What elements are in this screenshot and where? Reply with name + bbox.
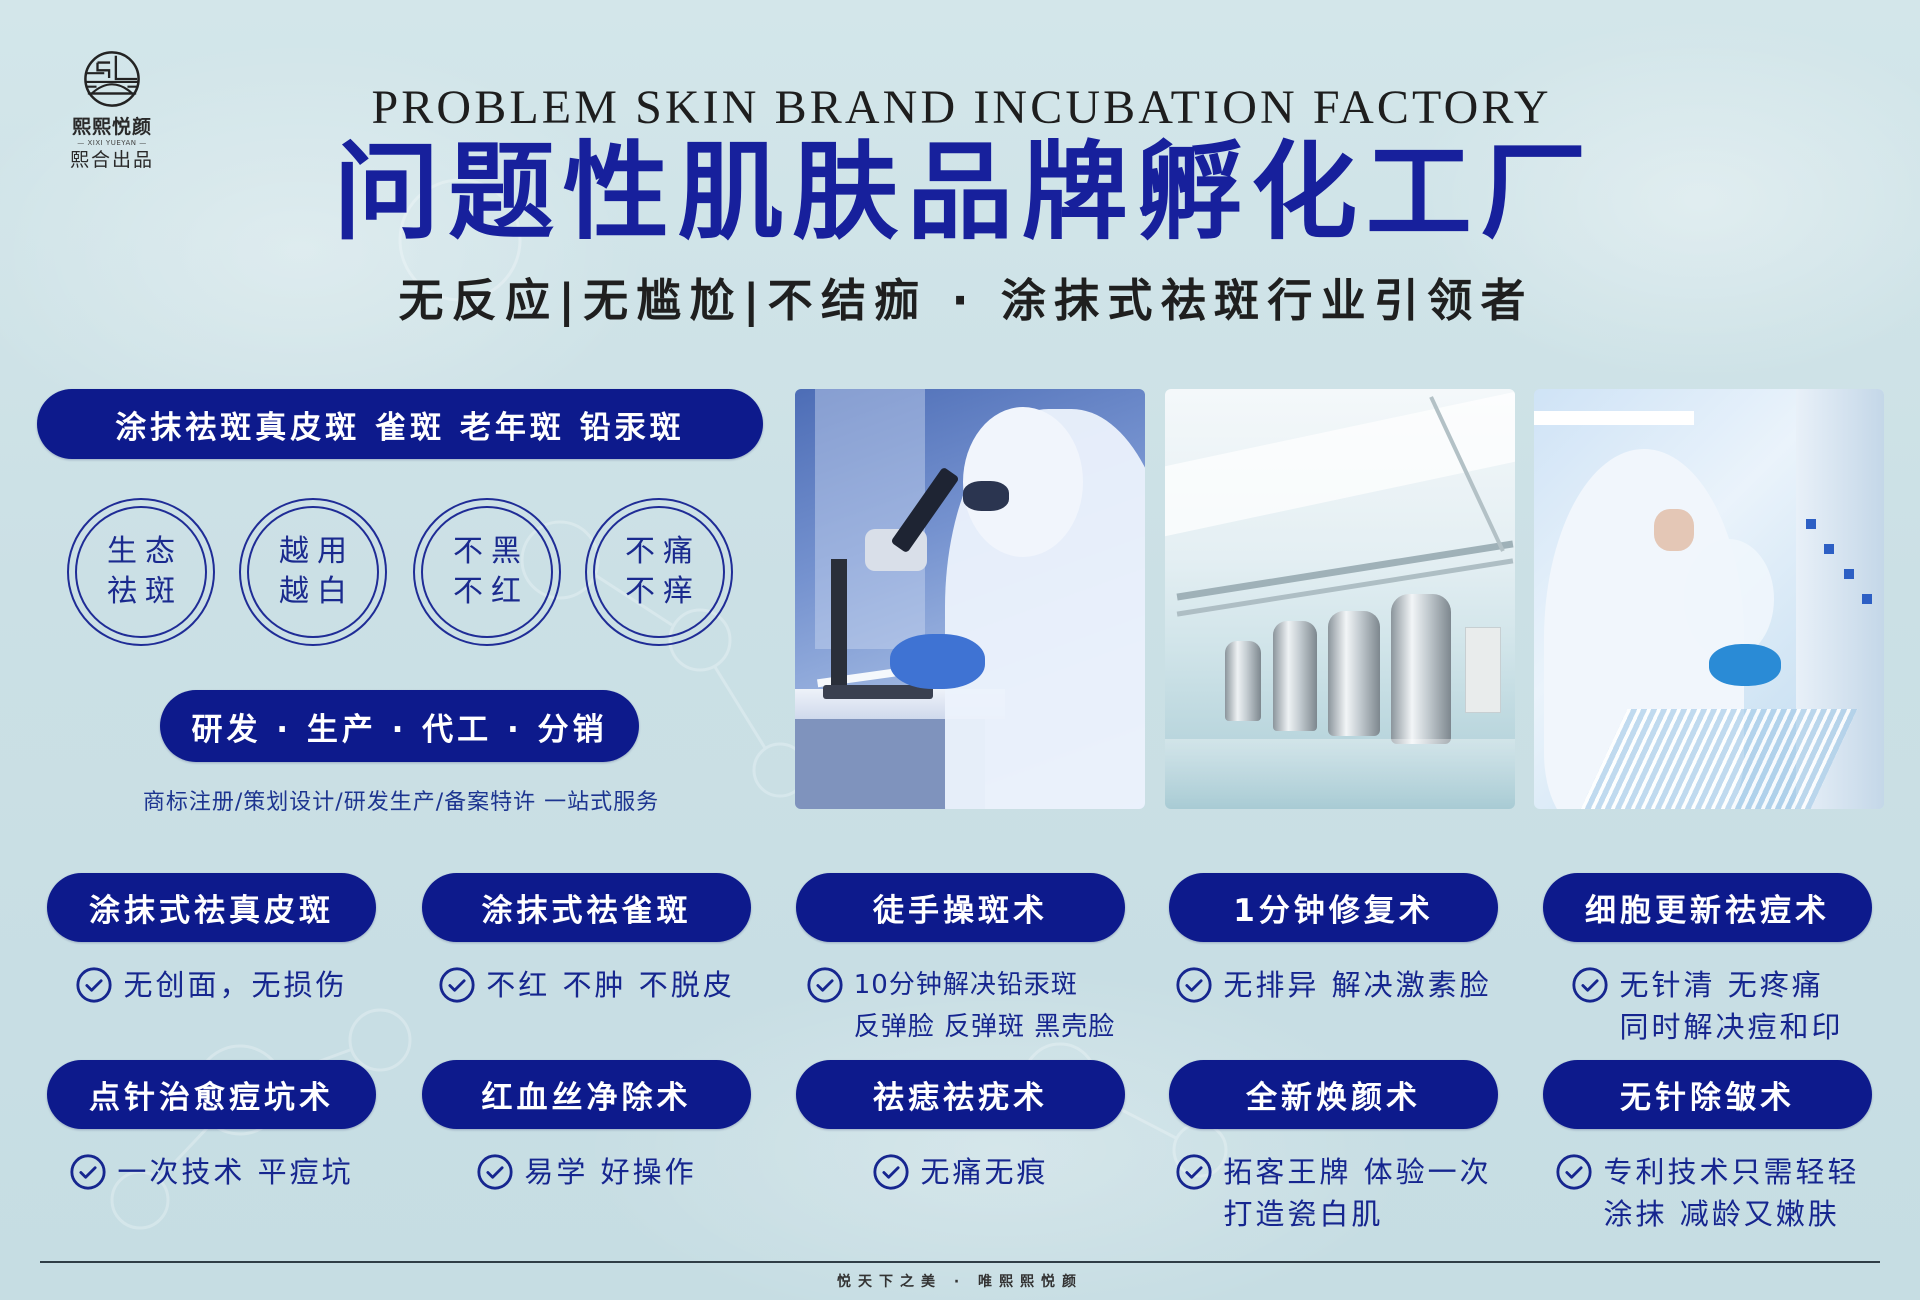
technique-title: 祛痣祛疣术 (873, 1080, 1048, 1116)
services-banner-text: 研发 · 生产 · 代工 · 分销 (191, 711, 608, 748)
check-circle-icon (439, 967, 475, 1003)
benefit-line: 无创面，无损伤 (123, 968, 348, 1002)
technique-pill-red-veins: 红血丝净除术 (422, 1060, 751, 1129)
services-description: 商标注册/策划设计/研发生产/备案特许 一站式服务 (142, 790, 660, 815)
check-circle-icon (1176, 967, 1212, 1003)
technique-pill-manual: 徒手操斑术 (796, 873, 1125, 942)
technique-title: 1分钟修复术 (1233, 893, 1434, 929)
badge-line: 祛斑 (107, 574, 183, 609)
benefit-line: 打造瓷白肌 (1223, 1197, 1384, 1231)
footer-divider (40, 1261, 1880, 1263)
check-circle-icon (873, 1154, 910, 1190)
badge-no-pain-no-itch: 不痛 不痒 (585, 498, 733, 646)
technique-title: 全新焕颜术 (1246, 1080, 1421, 1116)
badge-line: 不红 (453, 574, 529, 609)
logo-tagline: 熙合出品 (69, 149, 154, 171)
benefit-line: 无针清 无疼痛 (1619, 968, 1824, 1002)
technique-pill-dermal-spot: 涂抹式祛真皮斑 (47, 873, 376, 942)
check-circle-icon (807, 967, 843, 1003)
technique-title: 徒手操斑术 (873, 893, 1048, 929)
technique-title: 涂抹式祛真皮斑 (89, 893, 334, 929)
badge-line: 不痛 (625, 534, 701, 569)
badge-eco-spot-removal: 生态 祛斑 (67, 498, 215, 646)
badge-line: 不黑 (453, 534, 529, 569)
services-banner: 研发 · 生产 · 代工 · 分销 (160, 690, 639, 762)
benefit-line: 同时解决痘和印 (1619, 1010, 1844, 1044)
badge-line: 生态 (107, 534, 183, 569)
badge-inner-ring: 不黑 不红 (421, 506, 553, 638)
subtitle-slogan: 无反应|无尴尬|不结痂 · 涂抹式祛斑行业引领者 (399, 274, 1526, 327)
check-circle-icon (76, 967, 113, 1003)
logo-brand-name: 熙熙悦颜 (71, 116, 152, 138)
title-chinese: 问题性肌肤品牌孵化工厂 (334, 129, 1587, 254)
technique-pill-rejuvenation: 全新焕颜术 (1169, 1060, 1498, 1129)
logo-brand-romanized: — XIXI YUEYAN — (77, 139, 147, 147)
benefit-line: 无痛无痕 (920, 1155, 1049, 1189)
technique-title: 红血丝净除术 (481, 1080, 692, 1116)
technique-benefit: 一次技术 平痘坑 (47, 1151, 376, 1193)
technique-benefit: 无针清 无疼痛 同时解决痘和印 (1543, 964, 1872, 1048)
technique-benefit: 无创面，无损伤 (47, 964, 376, 1006)
technique-title: 无针除皱术 (1620, 1080, 1795, 1116)
badge-whiter-with-use: 越用 越白 (239, 498, 387, 646)
badge-no-dark-no-red: 不黑 不红 (413, 498, 561, 646)
benefit-line: 涂抹 减龄又嫩肤 (1603, 1197, 1840, 1231)
benefit-line: 一次技术 平痘坑 (117, 1155, 354, 1189)
technique-benefit: 易学 好操作 (422, 1151, 751, 1193)
photo-cleanroom-workers (1534, 389, 1884, 809)
technique-title: 点针治愈痘坑术 (89, 1080, 334, 1116)
check-circle-icon (70, 1154, 106, 1190)
photo-tank-workshop (1165, 389, 1515, 809)
technique-title: 细胞更新祛痘术 (1585, 893, 1830, 929)
technique-pill-needle-free-wrinkle: 无针除皱术 (1543, 1060, 1872, 1129)
technique-title: 涂抹式祛雀斑 (481, 893, 692, 929)
brand-seal-icon (84, 51, 140, 107)
badge-inner-ring: 生态 祛斑 (75, 506, 207, 638)
technique-benefit: 不红 不肿 不脱皮 (422, 964, 751, 1006)
technique-pill-cell-renewal: 细胞更新祛痘术 (1543, 873, 1872, 942)
benefit-line: 反弹脸 反弹斑 黑壳脸 (853, 1012, 1116, 1042)
technique-pill-freckle: 涂抹式祛雀斑 (422, 873, 751, 942)
technique-benefit: 拓客王牌 体验一次 打造瓷白肌 (1169, 1151, 1498, 1235)
badge-line: 不痒 (625, 574, 701, 609)
check-circle-icon (1572, 967, 1609, 1003)
title-english: PROBLEM SKIN BRAND INCUBATION FACTORY (372, 81, 1549, 134)
photo-scientist-microscope (795, 389, 1145, 809)
benefit-line: 专利技术只需轻轻 (1603, 1155, 1860, 1189)
benefit-line: 10分钟解决铅汞斑 (853, 970, 1078, 1000)
badge-line: 越用 (279, 534, 355, 569)
spot-types-banner: 涂抹祛斑真皮斑 雀斑 老年斑 铅汞斑 (37, 389, 763, 459)
technique-benefit: 专利技术只需轻轻 涂抹 减龄又嫩肤 (1543, 1151, 1872, 1235)
spot-types-banner-text: 涂抹祛斑真皮斑 雀斑 老年斑 铅汞斑 (115, 409, 685, 446)
technique-pill-mole-wart: 祛痣祛疣术 (796, 1060, 1125, 1129)
footer-slogan: 悦天下之美 · 唯熙熙悦颜 (836, 1274, 1084, 1290)
badge-line: 越白 (279, 574, 355, 609)
benefit-line: 无排异 解决激素脸 (1223, 968, 1492, 1002)
badge-inner-ring: 不痛 不痒 (593, 506, 725, 638)
check-circle-icon (1556, 1154, 1593, 1190)
technique-benefit: 无排异 解决激素脸 (1169, 964, 1498, 1006)
brand-logo: 熙熙悦颜 — XIXI YUEYAN — 熙合出品 (60, 50, 164, 172)
check-circle-icon (1176, 1154, 1212, 1190)
benefit-line: 拓客王牌 体验一次 (1223, 1155, 1492, 1189)
technique-benefit: 10分钟解决铅汞斑 反弹脸 反弹斑 黑壳脸 (796, 964, 1125, 1048)
check-circle-icon (477, 1154, 513, 1190)
technique-pill-one-minute-repair: 1分钟修复术 (1169, 873, 1498, 942)
benefit-line: 不红 不肿 不脱皮 (486, 968, 735, 1002)
header: PROBLEM SKIN BRAND INCUBATION FACTORY 问题… (334, 81, 1587, 327)
benefit-line: 易学 好操作 (524, 1155, 697, 1189)
badge-inner-ring: 越用 越白 (247, 506, 379, 638)
technique-pill-acne-scar: 点针治愈痘坑术 (47, 1060, 376, 1129)
technique-benefit: 无痛无痕 (796, 1151, 1125, 1193)
